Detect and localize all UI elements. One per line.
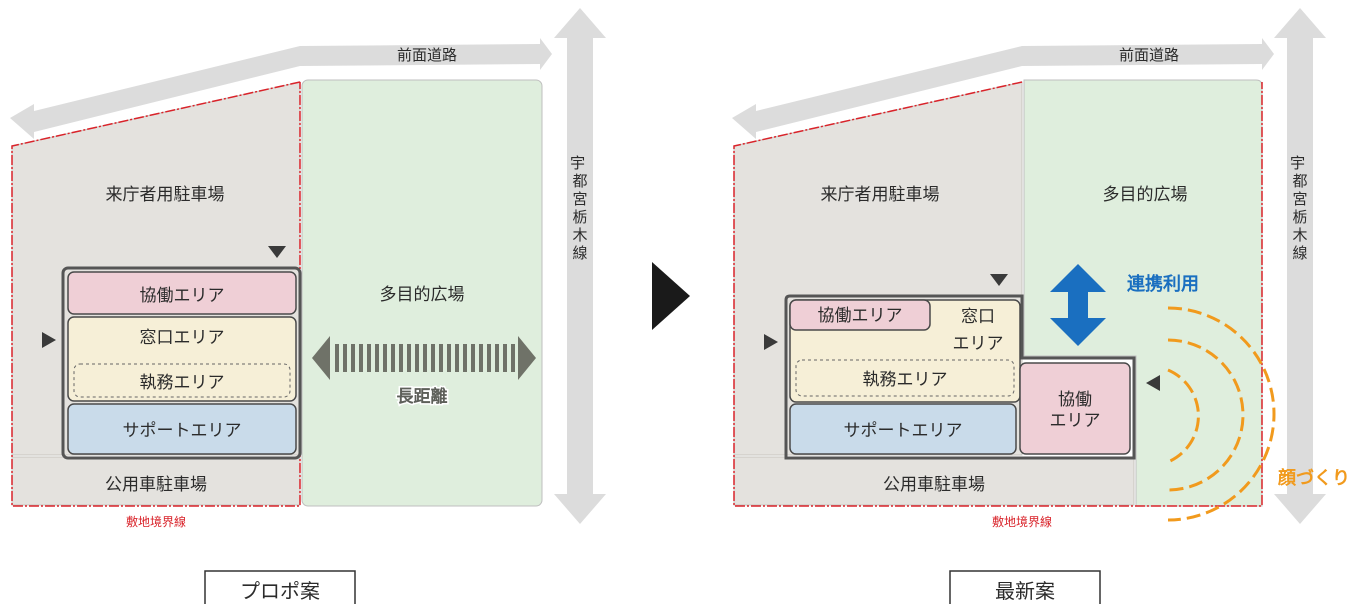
left-duty-area xyxy=(73,363,291,398)
left-caption-box xyxy=(204,570,356,604)
right-collab-area xyxy=(789,299,931,331)
right-link-label: 連携利用 xyxy=(1127,273,1199,295)
right-boundary-label: 敷地境界線 xyxy=(992,514,1052,529)
right-side-road-label: 宇 都宮栃木線 xyxy=(1290,154,1310,262)
right-collab2-label-1: 協働 xyxy=(1058,390,1092,410)
right-entrance-marker-left xyxy=(764,334,778,350)
right-caption-box xyxy=(949,570,1101,604)
left-building-outline xyxy=(61,266,302,460)
right-diagram: 前面道路 宇 都宮栃木線 来庁者用駐車場 多目的広場 公用車駐車場 敷地境界線 … xyxy=(732,8,1350,604)
right-window-label-2: エリア xyxy=(953,334,1004,354)
left-front-road-label: 前面道路 xyxy=(397,46,457,64)
road-side-char: 栃 xyxy=(572,208,587,226)
right-collab-area-label: 協働エリア xyxy=(818,306,903,326)
right-visitor-parking-label: 来庁者用駐車場 xyxy=(821,185,940,205)
transition-arrow xyxy=(652,262,690,330)
left-diagram: 前面道路 宇 都宮栃木線 来庁者用駐車場 多目的広場 公用車駐車場 敷地境界線 … xyxy=(10,8,606,604)
right-entrance-marker-right xyxy=(1146,375,1160,391)
left-side-road-label: 宇 都宮栃木線 xyxy=(570,154,590,262)
road-side-char: 宮 xyxy=(572,190,587,208)
road-side-char: 線 xyxy=(1292,244,1307,262)
right-site-boundary xyxy=(733,81,1263,507)
right-support-area-label: サポートエリア xyxy=(844,421,963,441)
left-support-area xyxy=(67,403,297,455)
left-plaza-label: 多目的広場 xyxy=(380,285,465,305)
left-side-road-arrow xyxy=(554,8,606,524)
right-duty-area-label: 執務エリア xyxy=(863,370,948,390)
right-face-arcs xyxy=(1167,306,1276,522)
left-entrance-marker-left xyxy=(42,332,56,348)
left-official-parking xyxy=(11,456,301,506)
road-side-char: 宮 xyxy=(1292,190,1307,208)
left-visitor-parking-label: 来庁者用駐車場 xyxy=(106,185,225,205)
left-entrance-marker-top xyxy=(268,246,286,258)
right-building-outline xyxy=(784,294,1136,460)
right-caption: 最新案 xyxy=(995,579,1055,603)
left-distance-arrow xyxy=(312,336,536,380)
left-distance-label: 長距離 xyxy=(397,386,448,407)
road-side-char: 都 xyxy=(572,172,587,190)
left-collab-area xyxy=(67,271,297,315)
left-collab-area-label: 協働エリア xyxy=(140,286,225,306)
right-duty-area xyxy=(795,359,1015,397)
road-side-char: 木 xyxy=(1292,226,1307,244)
right-front-road-arrow xyxy=(732,38,1274,139)
road-side-char: 線 xyxy=(572,244,587,262)
left-support-area-label: サポートエリア xyxy=(123,421,242,441)
right-support-area xyxy=(789,403,1017,455)
road-side-char: 都 xyxy=(1292,172,1307,190)
left-window-area-label: 窓口エリア xyxy=(140,328,225,348)
right-front-road-label: 前面道路 xyxy=(1119,46,1179,64)
right-official-parking-label: 公用車駐車場 xyxy=(883,475,985,495)
left-boundary-label: 敷地境界線 xyxy=(126,514,186,529)
left-front-road-arrow xyxy=(10,38,552,139)
left-window-area xyxy=(67,316,297,402)
left-caption: プロポ案 xyxy=(240,579,320,603)
left-official-parking-label: 公用車駐車場 xyxy=(105,475,207,495)
right-window-label-1: 窓口 xyxy=(961,307,995,327)
right-collab-area-2 xyxy=(1019,362,1131,455)
right-plaza-label: 多目的広場 xyxy=(1103,185,1188,205)
road-side-char: 栃 xyxy=(1292,208,1307,226)
left-duty-area-label: 執務エリア xyxy=(140,373,225,393)
right-face-label: 顔づくり xyxy=(1277,467,1350,489)
left-plaza xyxy=(301,79,543,507)
right-link-arrow xyxy=(1050,264,1106,346)
right-side-road-arrow xyxy=(1274,8,1326,524)
right-collab2-label-2: エリア xyxy=(1050,411,1101,431)
right-entrance-marker-top xyxy=(990,274,1008,286)
road-side-char: 木 xyxy=(572,226,587,244)
